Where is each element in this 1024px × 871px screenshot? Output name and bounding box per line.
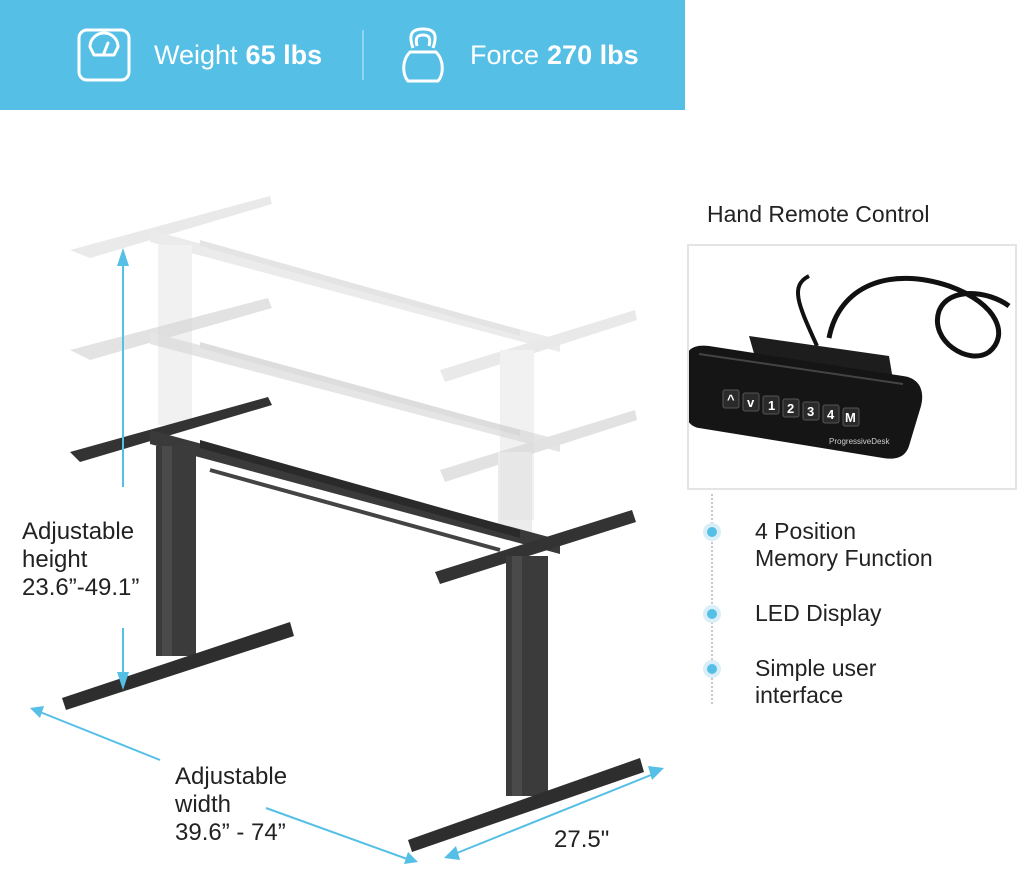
feature-interface: Simple user interface — [755, 655, 1015, 709]
feature-memory: 4 Position Memory Function — [755, 518, 1015, 572]
remote-title: Hand Remote Control — [707, 201, 930, 227]
spec-banner: Weight 65 lbs Force 270 lbs — [0, 0, 685, 110]
remote-button-down: v — [747, 395, 755, 410]
remote-button-4: 4 — [827, 407, 835, 422]
ghost-frame-top — [70, 196, 637, 520]
feature-bullet-icon — [703, 605, 721, 623]
weight-label: Weight — [154, 39, 238, 70]
feature-led-line1: LED Display — [755, 600, 882, 626]
depth-dimension-arrow — [444, 766, 664, 860]
remote-image-box: ^ v 1 2 3 4 M ProgressiveDesk — [684, 244, 1017, 490]
width-label-line2: width — [175, 791, 232, 818]
depth-label: 27.5" — [554, 826, 610, 853]
remote-button-up: ^ — [727, 392, 735, 407]
height-label-line2: height — [22, 546, 88, 573]
spec-divider — [362, 30, 364, 80]
feature-bullet-icon — [703, 523, 721, 541]
force-value: 270 lbs — [547, 39, 639, 70]
remote-brand: ProgressiveDesk — [829, 437, 890, 446]
remote-button-2: 2 — [787, 401, 794, 416]
height-label-line3: 23.6”-49.1” — [22, 574, 140, 601]
height-dimension-arrow — [117, 248, 129, 690]
height-label: Adjustable height 23.6”-49.1” — [22, 518, 139, 602]
feature-led: LED Display — [755, 600, 1015, 627]
feature-memory-line2: Memory Function — [755, 545, 933, 571]
solid-frame — [62, 397, 644, 852]
force-spec: Force 270 lbs — [398, 0, 639, 110]
weight-spec: Weight 65 lbs — [76, 0, 322, 110]
ghost-frame-middle — [70, 298, 637, 532]
width-label-line1: Adjustable — [175, 763, 288, 790]
feature-interface-line1: Simple user — [755, 655, 877, 681]
feature-interface-line2: interface — [755, 682, 844, 708]
remote-button-1: 1 — [768, 398, 775, 413]
kettlebell-icon — [398, 26, 448, 84]
scale-icon — [76, 27, 132, 83]
weight-value: 65 lbs — [245, 39, 323, 70]
width-label-line3: 39.6” - 74” — [175, 819, 286, 846]
remote-button-m: M — [845, 410, 856, 425]
remote-button-3: 3 — [807, 404, 814, 419]
height-label-line1: Adjustable — [22, 518, 135, 545]
force-label: Force — [470, 39, 540, 70]
hand-remote-icon: ^ v 1 2 3 4 M ProgressiveDesk — [684, 274, 1011, 459]
width-dimension-arrow — [30, 706, 418, 864]
width-label: Adjustable width 39.6” - 74” — [175, 763, 287, 847]
feature-memory-line1: 4 Position — [755, 518, 857, 544]
feature-connector-line — [711, 494, 713, 704]
feature-bullet-icon — [703, 660, 721, 678]
